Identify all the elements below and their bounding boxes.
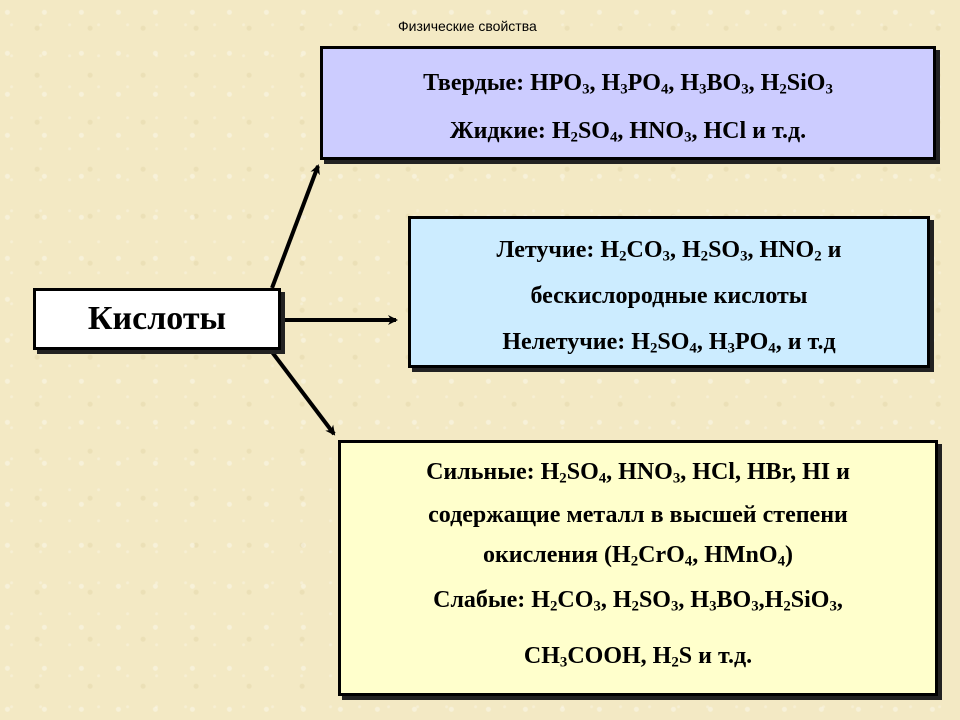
acids-label: Кислоты xyxy=(87,300,227,337)
strong-label: Сильные: xyxy=(426,459,535,485)
nonvolatile-formulas: H2SO4, H3PO4, и т.д xyxy=(631,329,836,357)
page-title: Физические свойства xyxy=(398,18,537,34)
weak-line: Слабые: H2CO3, H2SO3, H3BO3,H2SiO3, xyxy=(341,575,935,625)
volatile-label: Летучие: xyxy=(496,237,595,263)
strong-formulas: H2SO4, HNO3, HCl, HBr, HI и xyxy=(540,459,850,487)
strong-line: Сильные: H2SO4, HNO3, HCl, HBr, HI и xyxy=(341,449,935,495)
strong-continuation: содержащие металл в высшей степени xyxy=(428,502,848,528)
physical-state-box: Твердые: HPO3, H3PO4, H3BO3, H2SiO3 Жидк… xyxy=(320,46,936,160)
weak-formulas: H2CO3, H2SO3, H3BO3,H2SiO3, xyxy=(531,587,843,615)
strength-box: Сильные: H2SO4, HNO3, HCl, HBr, HI и сод… xyxy=(338,440,938,696)
solid-label: Твердые: xyxy=(423,70,525,96)
liquid-line: Жидкие: H2SO4, HNO3, HCl и т.д. xyxy=(323,107,933,155)
solid-formulas: HPO3, H3PO4, H3BO3, H2SiO3 xyxy=(530,70,833,98)
volatility-box: Летучие: H2CO3, H2SO3, HNO2 и бескислоро… xyxy=(408,216,930,368)
strong-continuation-2: окисления (H2CrO4, HMnO4) xyxy=(482,542,794,570)
acids-box: Кислоты xyxy=(33,288,281,350)
volatile-formulas: H2CO3, H2SO3, HNO2 и xyxy=(600,237,842,265)
weak-label: Слабые: xyxy=(433,587,526,613)
liquid-formulas: H2SO4, HNO3, HCl и т.д. xyxy=(551,118,807,146)
arrow-to-strength xyxy=(270,350,336,436)
weak-continuation: CH3COOH, H2S и т.д. xyxy=(523,643,753,671)
volatile-continuation: бескислородные кислоты xyxy=(530,283,808,309)
solid-line: Твердые: HPO3, H3PO4, H3BO3, H2SiO3 xyxy=(323,59,933,107)
nonvolatile-line: Нелетучие: H2SO4, H3PO4, и т.д xyxy=(411,319,927,365)
arrow-to-physical xyxy=(270,164,320,289)
volatile-line: Летучие: H2CO3, H2SO3, HNO2 и xyxy=(411,227,927,273)
nonvolatile-label: Нелетучие: xyxy=(502,329,626,355)
liquid-label: Жидкие: xyxy=(449,118,546,144)
